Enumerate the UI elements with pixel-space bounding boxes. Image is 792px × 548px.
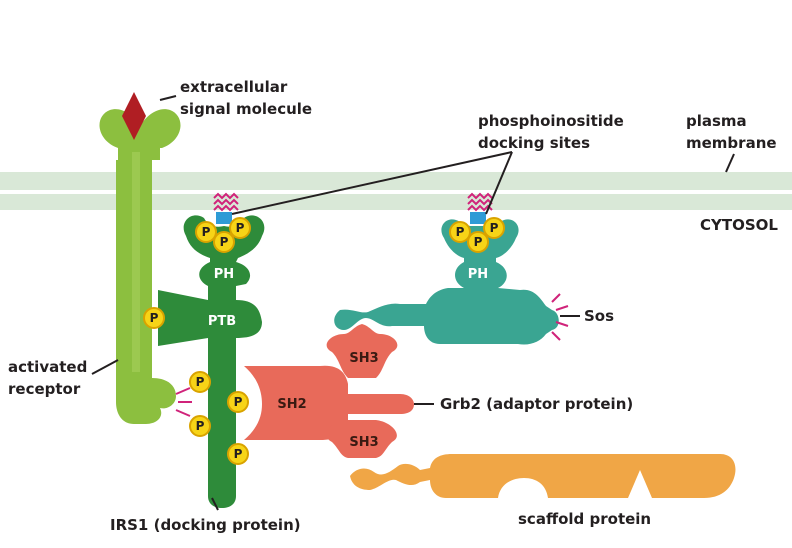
activated-receptor	[99, 109, 181, 424]
phosphate-label: P	[196, 375, 205, 389]
membrane-label-line2: membrane	[686, 134, 777, 152]
phosphate-group	[213, 231, 235, 253]
signal-molecule	[122, 92, 146, 140]
receptor-label: activated receptor	[8, 358, 87, 398]
phosphate-group	[189, 415, 211, 437]
grb2-label: Grb2 (adaptor protein)	[440, 395, 633, 413]
phosphate-group-list	[143, 217, 505, 465]
phosphate-label-list: P P P P P P P P P P P	[150, 221, 499, 461]
phosphate-group	[449, 221, 471, 243]
phosphate-group	[467, 231, 489, 253]
phosphate-label: P	[196, 419, 205, 433]
phosphate-label: P	[234, 447, 243, 461]
phosphate-group	[227, 443, 249, 465]
grb2-adaptor-protein	[244, 324, 414, 458]
sh3-domain-label-top: SH3	[349, 351, 378, 366]
sos-label: Sos	[584, 307, 614, 325]
phosphate-group	[189, 371, 211, 393]
phosphate-label: P	[220, 235, 229, 249]
sh3-domain-label-bottom: SH3	[349, 435, 378, 450]
docking-label-line2: docking sites	[478, 134, 590, 152]
cytosol-label: CYTOSOL	[700, 216, 778, 234]
sos-tail-marks	[551, 293, 569, 341]
ph-domain-label-sos: PH	[468, 267, 488, 282]
receptor-label-line2: receptor	[8, 380, 81, 398]
lipid-tails-left	[213, 192, 239, 212]
phosphate-group	[229, 217, 251, 239]
phosphate-group	[483, 217, 505, 239]
phosphate-label: P	[236, 221, 245, 235]
receptor-label-line1: activated	[8, 358, 87, 376]
lipid-head-right	[470, 212, 486, 224]
membrane-label: plasma membrane	[686, 112, 777, 152]
signal-molecule-label: extracellular signal molecule	[180, 78, 312, 118]
docking-sites-label: phosphoinositide docking sites	[478, 112, 624, 152]
phosphate-group	[195, 221, 217, 243]
phosphate-label: P	[202, 225, 211, 239]
signal-label-line2: signal molecule	[180, 100, 312, 118]
docking-label-line1: phosphoinositide	[478, 112, 624, 130]
scaffold-protein	[350, 454, 736, 498]
phosphate-label: P	[490, 221, 499, 235]
sh2-domain-label: SH2	[277, 397, 306, 412]
lipid-tails-right	[467, 192, 493, 212]
membrane-label-line1: plasma	[686, 112, 747, 130]
lipid-head-left	[216, 212, 232, 224]
irs1-tail-marks	[175, 387, 192, 417]
plasma-membrane	[0, 172, 792, 210]
ptb-domain-label: PTB	[208, 314, 236, 329]
irs1-docking-protein	[158, 215, 265, 508]
scaffold-label: scaffold protein	[518, 510, 651, 528]
signal-label-line1: extracellular	[180, 78, 288, 96]
ph-domain-label-irs1: PH	[214, 267, 234, 282]
phosphate-label: P	[456, 225, 465, 239]
phosphate-label: P	[474, 235, 483, 249]
phosphate-label: P	[150, 311, 159, 325]
sos-protein	[334, 219, 559, 345]
irs1-label: IRS1 (docking protein)	[110, 516, 301, 534]
phosphate-group	[143, 307, 165, 329]
leader-lines	[91, 95, 735, 511]
phosphate-label: P	[234, 395, 243, 409]
phosphate-group	[227, 391, 249, 413]
